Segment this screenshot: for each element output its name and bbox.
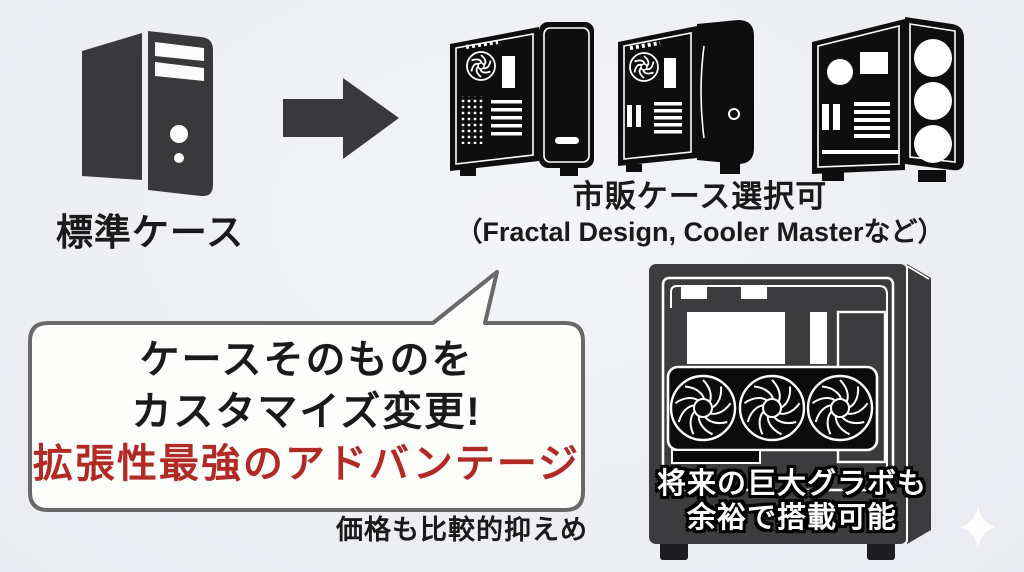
price-note: 価格も比較的抑えめ xyxy=(336,515,588,545)
speech-bubble-line-2: カスタマイズ変更! xyxy=(131,390,482,434)
market-cases-subtitle: （Fractal Design, Cooler Masterなど） xyxy=(455,217,945,247)
gpu-case-caption-line-2: 余裕で搭載可能 xyxy=(686,502,897,534)
sparkle-icon xyxy=(960,506,996,548)
speech-bubble-line-1: ケースそのものを xyxy=(139,338,474,382)
gpu-case-caption: 将来の巨大グラボも 余裕で搭載可能 xyxy=(652,467,932,535)
case-fractal-icon xyxy=(450,22,594,176)
standard-case-label: 標準ケース xyxy=(55,212,245,253)
speech-bubble xyxy=(28,270,585,512)
case-coolermaster-icon xyxy=(618,20,754,174)
pc-tower-icon xyxy=(82,31,213,197)
case-front-fans-icon xyxy=(812,17,964,182)
gpu-case-icon xyxy=(649,264,931,560)
speech-bubble-line-3-highlight: 拡張性最強のアドバンテージ xyxy=(32,442,581,486)
market-cases-title: 市販ケース選択可 xyxy=(572,179,828,214)
arrow-right-icon xyxy=(283,78,399,159)
gpu-case-caption-line-1: 将来の巨大グラボも xyxy=(656,468,927,500)
